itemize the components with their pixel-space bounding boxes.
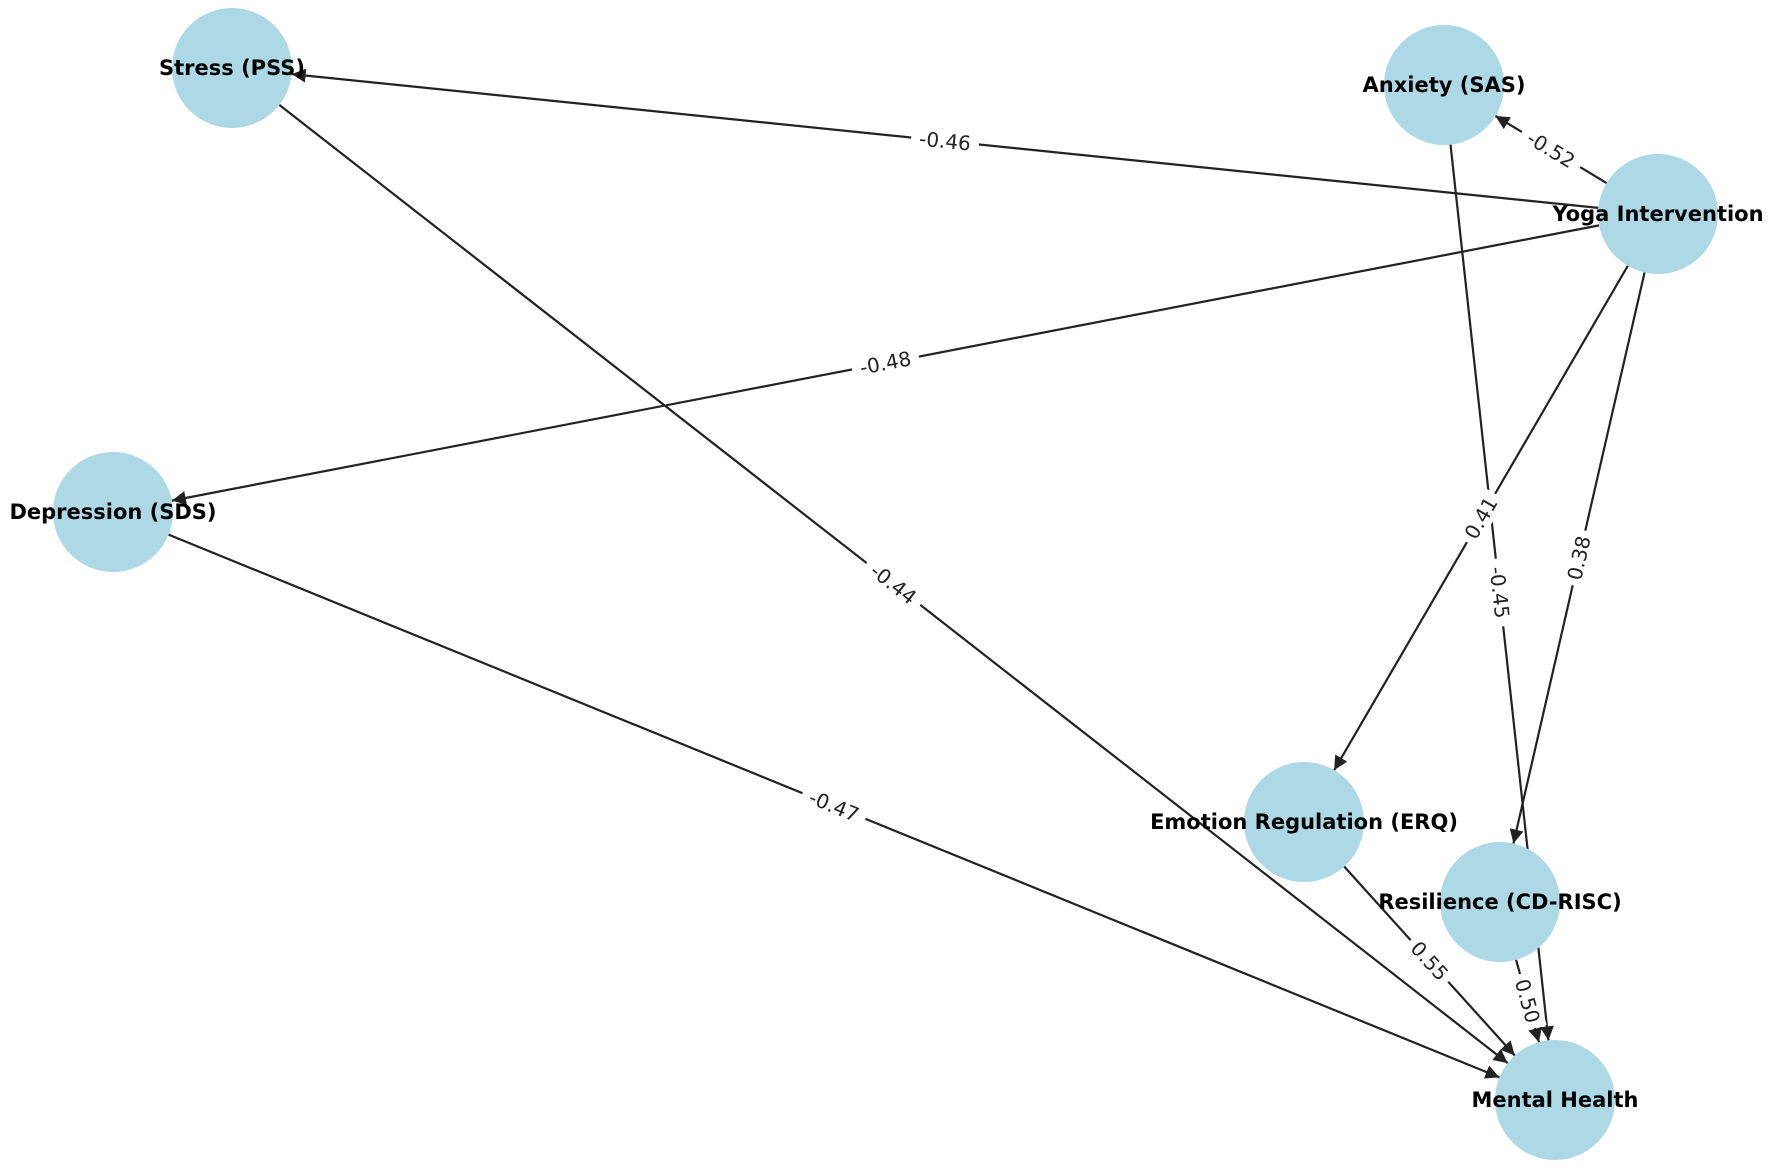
edge-weight-label: -0.48	[858, 346, 913, 379]
node-label: Resilience (CD-RISC)	[1378, 890, 1621, 914]
edge-label-group: 0.41	[1456, 487, 1506, 549]
node-label: Anxiety (SAS)	[1363, 73, 1526, 97]
node-anxiety: Anxiety (SAS)	[1363, 25, 1526, 145]
node-label: Yoga Intervention	[1551, 202, 1763, 226]
node-circle	[1244, 762, 1364, 882]
node-label: Stress (PSS)	[159, 56, 305, 80]
edge-label-background	[859, 553, 928, 615]
node-resilience: Resilience (CD-RISC)	[1378, 842, 1622, 962]
edge-weight-label: -0.45	[1485, 565, 1514, 619]
edge-label-group: 0.38	[1561, 528, 1597, 588]
edges-layer	[168, 68, 1646, 1079]
edge-label-background	[1483, 557, 1516, 628]
node-mental: Mental Health	[1472, 1040, 1639, 1160]
edge-label-background	[1401, 932, 1458, 990]
edge-label-group: -0.52	[1515, 121, 1587, 178]
edge-label-background	[1515, 121, 1587, 178]
nodes-layer: Stress (PSS) Anxiety (SAS) Yoga Interventi…	[9, 8, 1764, 1160]
edge-label-background	[797, 782, 871, 830]
edge-label-group: -0.45	[1483, 557, 1516, 628]
edge-weight-label: 0.38	[1562, 534, 1595, 583]
node-yoga: Yoga Intervention	[1551, 154, 1764, 274]
node-circle	[172, 8, 292, 128]
edge-weight-label: -0.47	[806, 785, 863, 827]
edge-label-background	[909, 125, 981, 157]
edge-label-background	[849, 344, 922, 382]
node-circle	[1440, 842, 1560, 962]
edge-label-group: 0.55	[1401, 932, 1458, 990]
edge-weight-label: -0.46	[918, 126, 972, 155]
edge-weight-label: -0.52	[1523, 126, 1580, 173]
edge-label-group: -0.46	[909, 125, 981, 157]
node-depression: Depression (SDS)	[9, 452, 217, 572]
node-circle	[1384, 25, 1504, 145]
edge-label-background	[1561, 528, 1597, 588]
node-label: Emotion Regulation (ERQ)	[1150, 810, 1458, 834]
edge-weight-label: 0.50	[1510, 976, 1545, 1025]
node-circle	[1598, 154, 1718, 274]
node-erq: Emotion Regulation (ERQ)	[1150, 762, 1458, 882]
edge-label-group: -0.44	[859, 553, 928, 615]
edge-label-group: -0.47	[797, 782, 871, 830]
edge-label-group: -0.48	[849, 344, 922, 382]
edge-label-background	[1456, 487, 1506, 549]
node-label: Depression (SDS)	[9, 500, 216, 524]
edge-label-background	[1508, 970, 1547, 1032]
node-stress: Stress (PSS)	[159, 8, 305, 128]
node-circle	[53, 452, 173, 572]
node-label: Mental Health	[1472, 1088, 1639, 1112]
node-circle	[1495, 1040, 1615, 1160]
